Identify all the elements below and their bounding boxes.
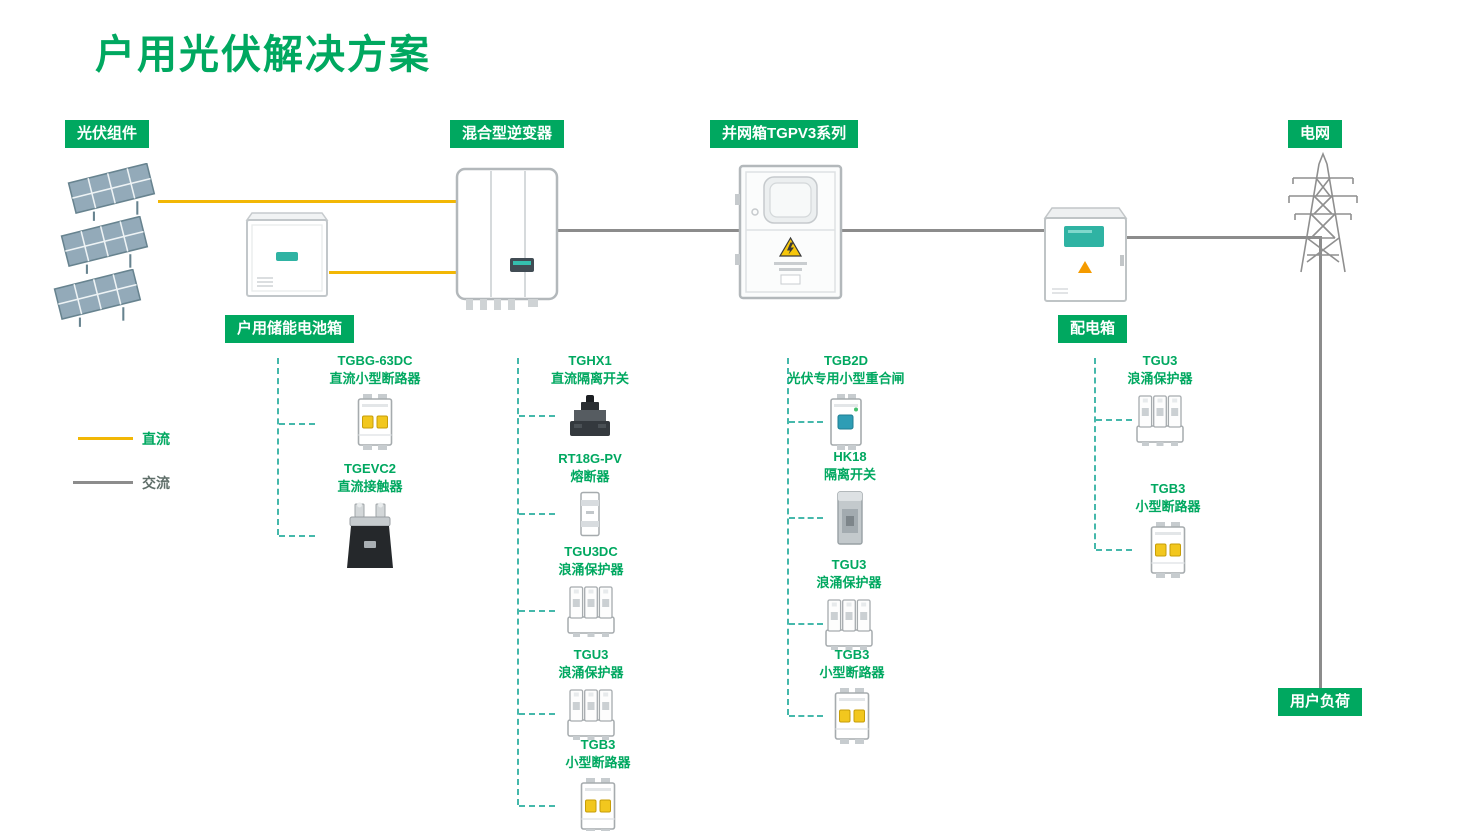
component-item: TGB2D 光伏专用小型重合闸 bbox=[776, 352, 916, 451]
component-model: TGBG-63DC bbox=[337, 353, 413, 368]
component-model: TGEVC2 bbox=[343, 461, 396, 476]
page-title: 户用光伏解决方案 bbox=[95, 33, 431, 77]
component-desc: 熔断器 bbox=[570, 469, 610, 485]
component-model: TGHX1 bbox=[568, 353, 612, 368]
component-desc: 隔离开关 bbox=[823, 467, 876, 483]
breaker-icon bbox=[1145, 521, 1191, 579]
ac-line-gridbox-to-distbox bbox=[841, 229, 1044, 232]
isolator-switch-icon bbox=[566, 393, 614, 439]
gridbox-stack-stub bbox=[789, 421, 823, 423]
recloser-icon bbox=[823, 393, 869, 451]
component-desc: 浪涌保护器 bbox=[558, 665, 624, 681]
component-desc: 浪涌保护器 bbox=[558, 562, 624, 578]
legend-dc-line bbox=[78, 437, 133, 440]
label-user-load: 用户负荷 bbox=[1278, 688, 1363, 716]
component-model: TGB3 bbox=[580, 737, 616, 752]
ac-line-to-user-load bbox=[1319, 236, 1322, 688]
inverter-stack-stub bbox=[519, 610, 555, 612]
contactor-icon bbox=[340, 501, 400, 571]
gridbox-stack-stub bbox=[789, 715, 823, 717]
ac-line-inverter-to-gridbox bbox=[554, 229, 739, 232]
inverter-stack-stub bbox=[519, 713, 555, 715]
component-item: TGB3 小型断路器 bbox=[787, 646, 917, 745]
battery-stack-stub bbox=[279, 535, 315, 537]
gridbox-stack-stub bbox=[789, 517, 823, 519]
battery-stack-connector bbox=[277, 358, 279, 535]
battery-stack-stub bbox=[279, 423, 315, 425]
component-model: TGB3 bbox=[1150, 481, 1186, 496]
breaker-icon bbox=[352, 393, 398, 451]
surge-protector-icon bbox=[1134, 393, 1186, 447]
battery-cabinet-icon bbox=[245, 212, 329, 297]
distbox-stack-connector bbox=[1094, 358, 1096, 549]
component-item: RT18G-PV 熔断器 bbox=[525, 450, 655, 537]
legend-ac-label: 交流 bbox=[142, 475, 170, 491]
component-desc: 小型断路器 bbox=[819, 665, 885, 681]
dc-line-battery-to-inverter bbox=[329, 271, 456, 274]
distribution-box-icon bbox=[1043, 207, 1128, 302]
component-model: RT18G-PV bbox=[558, 451, 622, 466]
legend-dc-label: 直流 bbox=[142, 431, 170, 447]
component-item: HK18 隔离开关 bbox=[785, 448, 915, 547]
label-grid-connection-box: 并网箱TGPV3系列 bbox=[710, 120, 859, 148]
component-item: TGU3 浪涌保护器 bbox=[526, 646, 656, 741]
component-desc: 直流隔离开关 bbox=[550, 371, 629, 387]
label-pv-modules: 光伏组件 bbox=[65, 120, 150, 148]
inverter-stack-stub bbox=[519, 513, 555, 515]
component-desc: 直流接触器 bbox=[337, 479, 403, 495]
ac-line-distbox-to-grid bbox=[1127, 236, 1322, 239]
component-desc: 直流小型断路器 bbox=[329, 371, 421, 387]
component-desc: 小型断路器 bbox=[1135, 499, 1201, 515]
surge-protector-icon bbox=[565, 584, 617, 638]
component-model: HK18 bbox=[833, 449, 867, 464]
inverter-stack-connector bbox=[517, 358, 519, 805]
component-item: TGU3 浪涌保护器 bbox=[784, 556, 914, 651]
label-hybrid-inverter: 混合型逆变器 bbox=[450, 120, 565, 148]
solar-panels-icon bbox=[53, 163, 156, 328]
breaker-icon bbox=[829, 687, 875, 745]
isolator-icon bbox=[829, 489, 871, 547]
component-model: TGU3 bbox=[831, 557, 867, 572]
gridbox-stack-connector bbox=[787, 358, 789, 715]
dc-line-pv-to-inverter bbox=[158, 200, 456, 203]
component-item: TGEVC2 直流接触器 bbox=[305, 460, 435, 571]
breaker-icon bbox=[575, 777, 621, 831]
component-model: TGB3 bbox=[834, 647, 870, 662]
transmission-tower-icon bbox=[1288, 151, 1358, 273]
grid-connection-box-icon bbox=[735, 164, 843, 300]
component-item: TGU3 浪涌保护器 bbox=[1095, 352, 1225, 447]
surge-protector-icon bbox=[823, 597, 875, 651]
surge-protector-icon bbox=[565, 687, 617, 741]
label-distribution-box: 配电箱 bbox=[1058, 315, 1128, 343]
component-desc: 浪涌保护器 bbox=[1127, 371, 1193, 387]
component-model: TGB2D bbox=[823, 353, 869, 368]
component-item: TGHX1 直流隔离开关 bbox=[525, 352, 655, 439]
gridbox-stack-stub bbox=[789, 623, 823, 625]
distbox-stack-stub bbox=[1096, 419, 1132, 421]
component-model: TGU3 bbox=[573, 647, 609, 662]
label-battery-box: 户用储能电池箱 bbox=[225, 315, 355, 343]
inverter-stack-stub bbox=[519, 415, 555, 417]
component-item: TGB3 小型断路器 bbox=[1103, 480, 1233, 579]
component-desc: 浪涌保护器 bbox=[816, 575, 882, 591]
component-desc: 小型断路器 bbox=[565, 755, 631, 771]
component-item: TGU3DC 浪涌保护器 bbox=[526, 543, 656, 638]
legend-ac-line bbox=[73, 481, 133, 484]
fuse-icon bbox=[577, 491, 603, 537]
inverter-stack-stub bbox=[519, 805, 555, 807]
component-desc: 光伏专用小型重合闸 bbox=[787, 371, 905, 387]
component-model: TGU3DC bbox=[564, 544, 618, 559]
component-model: TGU3 bbox=[1142, 353, 1178, 368]
component-item: TGBG-63DC 直流小型断路器 bbox=[310, 352, 440, 451]
component-item: TGB3 小型断路器 bbox=[533, 736, 663, 831]
label-power-grid: 电网 bbox=[1288, 120, 1343, 148]
hybrid-inverter-icon bbox=[455, 167, 559, 310]
distbox-stack-stub bbox=[1096, 549, 1132, 551]
